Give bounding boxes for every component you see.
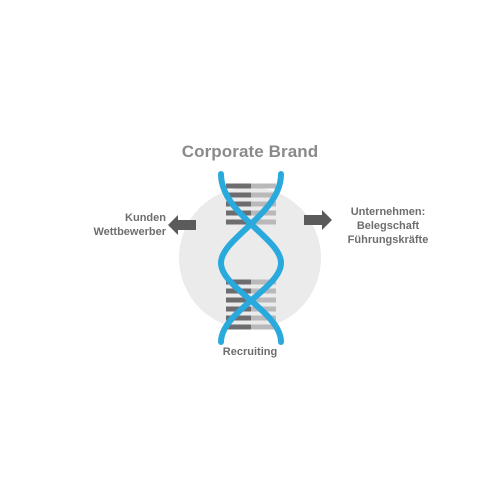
dna-rung-light	[251, 219, 276, 225]
diagram-title: Corporate Brand	[181, 142, 319, 161]
right-label-line-1: Unternehmen:	[350, 206, 426, 218]
dna-helix	[217, 171, 285, 345]
dna-rung-dark	[226, 297, 251, 303]
helix-strand-left	[218, 171, 285, 345]
dna-rung-dark	[226, 201, 251, 207]
dna-rung-light	[251, 297, 276, 303]
left-label-line-1: Kunden	[125, 212, 166, 224]
arrow-left-icon	[168, 215, 196, 235]
left-label-line-2: Wettbewerber	[93, 226, 166, 238]
dna-rung-dark	[226, 219, 251, 225]
dna-rung-light	[251, 279, 276, 285]
background-circle	[179, 187, 321, 329]
right-label-line-3: Führungskräfte	[347, 234, 429, 246]
bottom-label: Recruiting	[222, 346, 278, 358]
left-label: Kunden Wettbewerber	[93, 211, 166, 239]
dna-rung-dark	[226, 315, 251, 321]
dna-rung-dark	[226, 192, 251, 198]
dna-rung-light	[251, 192, 276, 198]
dna-rung-dark	[226, 324, 251, 330]
dna-rung-light	[251, 201, 276, 207]
dna-rung-light	[251, 324, 276, 330]
dna-rung-dark	[226, 183, 251, 189]
dna-rung-light	[251, 315, 276, 321]
helix-strand-right	[217, 171, 284, 345]
right-label-line-2: Belegschaft	[356, 220, 420, 232]
right-label: Unternehmen: Belegschaft Führungskräfte	[339, 205, 437, 247]
dna-rung-light	[251, 183, 276, 189]
arrow-right-icon	[304, 210, 332, 230]
dna-rung-dark	[226, 279, 251, 285]
